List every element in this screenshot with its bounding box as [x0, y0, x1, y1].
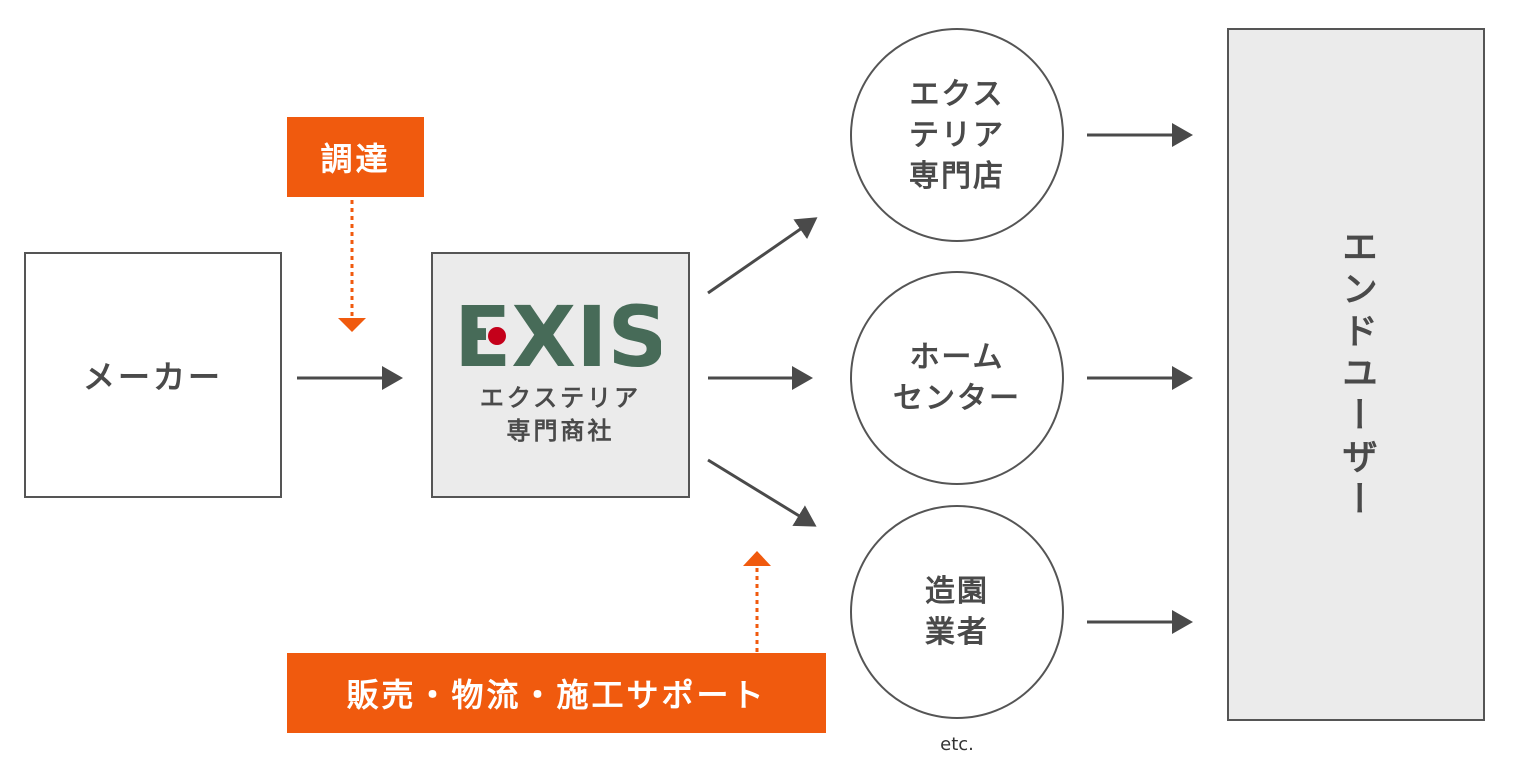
channel-specialty-store: エクス テリア 専門店: [850, 28, 1064, 242]
exis-box: EXIS エクステリア 専門商社: [431, 252, 690, 498]
procurement-arrowhead-icon: [338, 318, 366, 332]
exis-subtitle-line2: 専門商社: [506, 417, 615, 445]
logo-red-dot: [487, 327, 506, 345]
exis-logo: EXIS: [461, 296, 661, 376]
procurement-label: 調達: [287, 117, 424, 197]
etc-label: etc.: [940, 734, 974, 755]
channel-home-center: ホーム センター: [850, 271, 1064, 485]
exis-subtitle: エクステリア 専門商社: [480, 382, 641, 448]
maker-box: メーカー: [24, 252, 282, 498]
support-label: 販売・物流・施工サポート: [287, 653, 826, 733]
exis-subtitle-line1: エクステリア: [479, 384, 642, 412]
support-arrowhead-icon: [743, 551, 771, 566]
end-user-box: エンドユーザー: [1227, 28, 1485, 721]
arrow-exis-to-landscaper: [707, 458, 817, 527]
end-user-label: エンドユーザー: [1336, 227, 1377, 522]
maker-label: メーカー: [82, 358, 223, 396]
channel-landscaper: 造園 業者: [850, 505, 1064, 719]
arrow-exis-to-specialty: [707, 217, 818, 295]
